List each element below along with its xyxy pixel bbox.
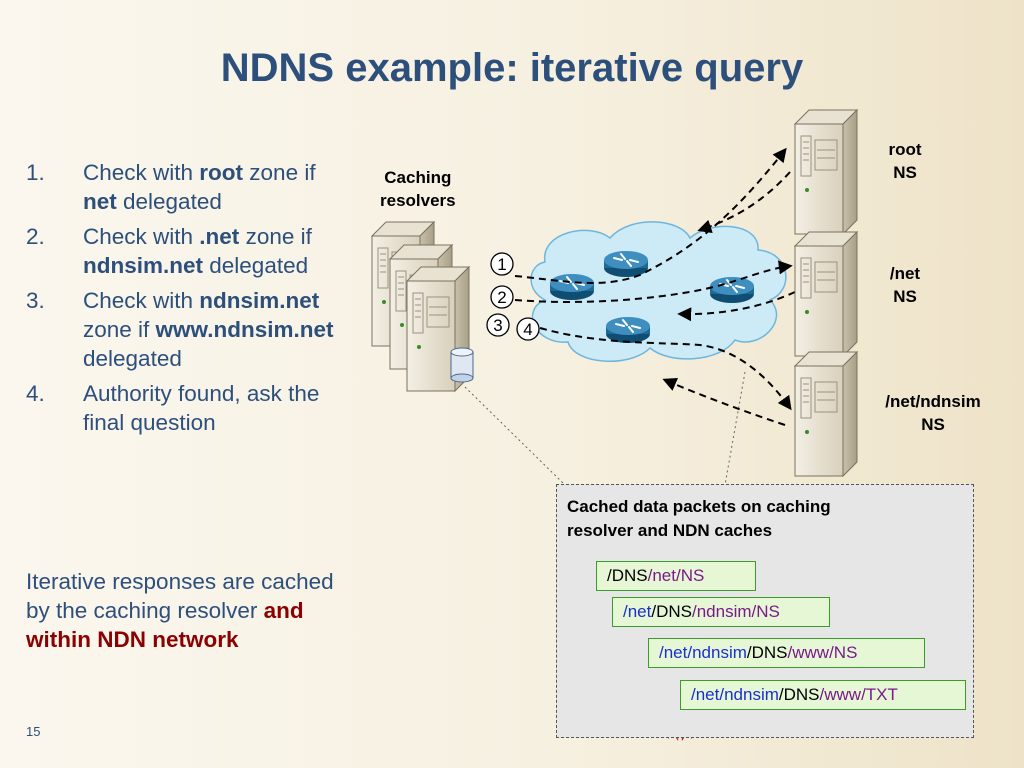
page-number: 15 — [26, 724, 41, 739]
database-icon — [450, 347, 474, 383]
query-paths — [514, 147, 796, 426]
step-number: 3. — [26, 288, 45, 313]
step-text: Check with .net zone if ndnsim.net deleg… — [83, 224, 312, 278]
step-text: Check with ndnsim.net zone if www.ndnsim… — [83, 288, 334, 371]
data-packet: /net/DNS/ndnsim/NS — [612, 597, 830, 627]
step-item: 2. Check with .net zone if ndnsim.net del… — [26, 222, 336, 280]
ndnsim-ns-server-icon — [794, 351, 858, 477]
step-item: 4. Authority found, ask the final questio… — [26, 379, 336, 437]
step-number: 2. — [26, 224, 45, 249]
data-packet: /DNS/net/NS — [596, 561, 756, 591]
step-marker-label: 2 — [497, 288, 506, 307]
note-emphasis: and within NDN network — [26, 598, 304, 652]
data-packet: /net/ndnsim/DNS/www/NS — [648, 638, 925, 668]
step-marker-label: 4 — [523, 320, 532, 339]
step-item: 1. Check with root zone if net delegated — [26, 158, 336, 216]
router-icon — [605, 316, 651, 344]
step-number: 1. — [26, 160, 45, 185]
router-icon — [549, 273, 595, 301]
ndn-cloud — [530, 221, 787, 363]
caching-resolver-servers — [371, 221, 474, 392]
step-item: 3. Check with ndnsim.net zone if www.ndns… — [26, 286, 336, 373]
step-marker-label: 1 — [497, 255, 506, 274]
step-marker-label: 3 — [493, 316, 502, 335]
step-number: 4. — [26, 381, 45, 406]
steps-list: 1.Check with root zone if net delegated … — [26, 158, 336, 443]
iterative-note: Iterative responses are cached by the ca… — [26, 569, 334, 652]
cache-link-lines — [464, 371, 746, 486]
data-packet: /net/ndnsim/DNS/www/TXT — [680, 680, 966, 710]
root-ns-server-icon — [794, 109, 858, 235]
slide-title: NDNS example: iterative query — [220, 46, 804, 90]
step-text: Check with root zone if net delegated — [83, 160, 316, 214]
step-markers: 1 2 3 4 — [486, 252, 540, 341]
net-ns-server-icon — [794, 231, 858, 357]
step-text: Authority found, ask the final question — [83, 381, 320, 435]
router-icon — [603, 250, 649, 278]
